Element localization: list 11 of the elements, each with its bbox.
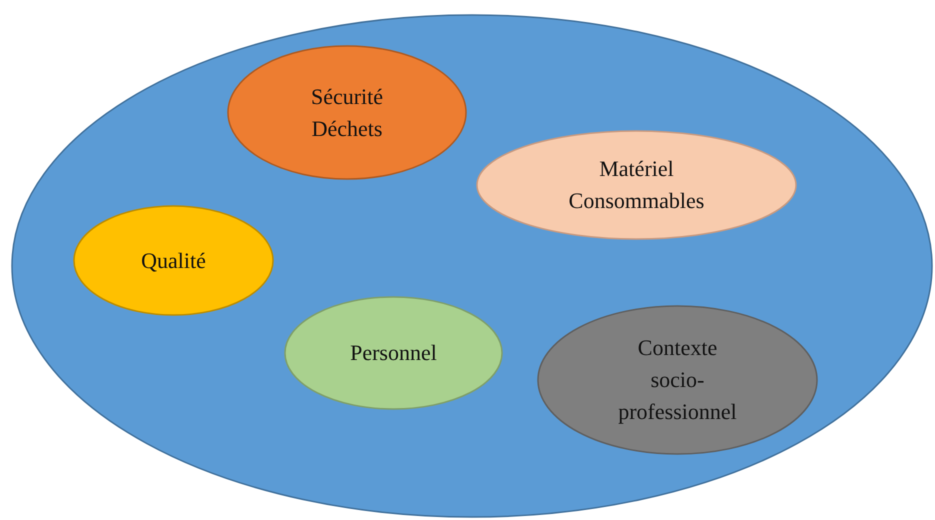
topic-ellipse [11,14,933,518]
ellipse-label: Contexte socio-professionnel [617,334,738,426]
topic-ellipse [476,130,797,240]
topic-ellipse [227,45,467,180]
ellipse-label: Qualité [141,246,206,275]
topic-ellipse [537,305,818,455]
topic-ellipse [284,296,503,410]
ellipse-label: Matériel Consommables [568,155,706,215]
ellipse-label: Personnel [350,339,437,368]
topic-ellipse [73,205,274,316]
ellipse-label: Sécurité Déchets [310,82,384,142]
